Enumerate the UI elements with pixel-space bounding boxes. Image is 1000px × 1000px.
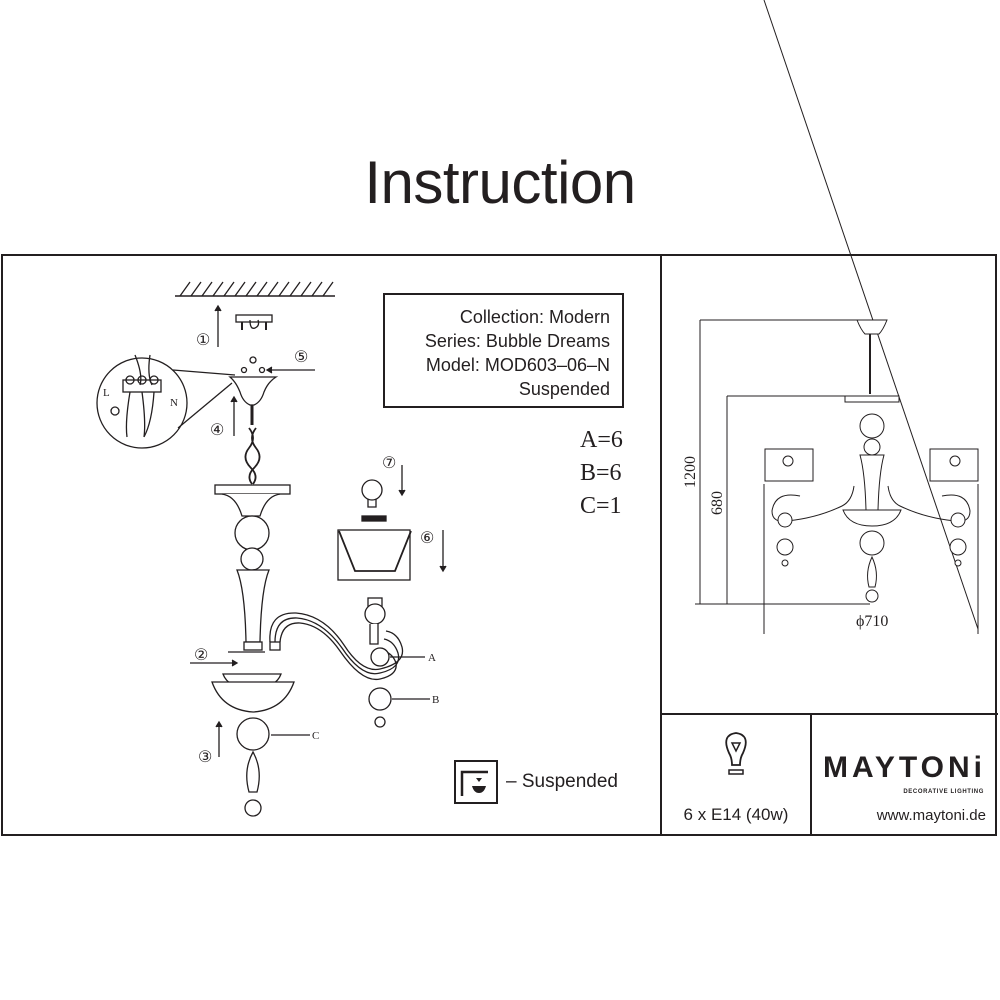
chain — [244, 405, 261, 485]
light-bulb-icon — [361, 479, 383, 508]
total-height-dimension: 1200 — [682, 456, 699, 488]
product-info-box: Collection: Modern Series: Bubble Dreams… — [383, 293, 624, 408]
dimension-drawing — [695, 0, 979, 634]
wiring-detail — [96, 354, 236, 449]
step-7-label: ⑦ — [382, 455, 396, 472]
body-height-dimension: 680 — [709, 491, 726, 515]
mount-legend: – Suspended — [454, 760, 618, 804]
light-bulb-icon — [725, 732, 747, 775]
collection-label: Collection: Modern — [459, 307, 610, 327]
lamp-shade — [337, 515, 412, 581]
parts-count-list: A=6 B=6 C=1 — [580, 424, 623, 523]
wire-neutral-label: N — [170, 397, 178, 409]
type-label: Suspended — [518, 379, 610, 399]
chandelier-arm — [269, 597, 404, 728]
callout-b: B — [432, 694, 439, 706]
part-count: B=6 — [580, 460, 622, 486]
suspended-mount-icon — [454, 760, 498, 804]
part-count: C=1 — [580, 493, 622, 519]
step-1-label: ① — [196, 332, 210, 349]
brand-tagline: DECORATIVE LIGHTING — [903, 789, 984, 795]
brand-logo: MAYTONi — [822, 751, 986, 784]
canopy — [228, 356, 279, 406]
diameter-dimension: ϕ710 — [856, 613, 888, 630]
wire-live-label: L — [103, 387, 110, 399]
series-label: Series: Bubble Dreams — [424, 331, 610, 351]
brand-url[interactable]: www.maytoni.de — [876, 807, 986, 824]
divider — [660, 254, 662, 836]
callout-c: C — [312, 730, 319, 742]
step-6-label: ⑥ — [420, 530, 434, 547]
bulb-spec-cell: 6 x E14 (40w) — [662, 715, 810, 836]
instruction-frame — [1, 254, 997, 836]
mount-legend-label: – Suspended — [506, 771, 618, 792]
callout-a: A — [428, 652, 436, 664]
ceiling-hatch — [175, 281, 335, 297]
mounting-bracket — [235, 314, 273, 330]
page-title: Instruction — [364, 149, 636, 216]
divider — [660, 713, 998, 715]
step-4-label: ④ — [210, 422, 224, 439]
step-3-label: ③ — [198, 749, 212, 766]
step-2-label: ② — [194, 647, 208, 664]
divider — [810, 713, 812, 836]
bulb-spec: 6 x E14 (40w) — [683, 805, 789, 824]
brand-cell: MAYTONi DECORATIVE LIGHTING www.maytoni.… — [812, 715, 998, 836]
model-label: Model: MOD603–06–N — [425, 355, 610, 375]
step-5-label: ⑤ — [294, 349, 308, 366]
part-count: A=6 — [580, 427, 623, 453]
chandelier-body — [211, 484, 295, 817]
